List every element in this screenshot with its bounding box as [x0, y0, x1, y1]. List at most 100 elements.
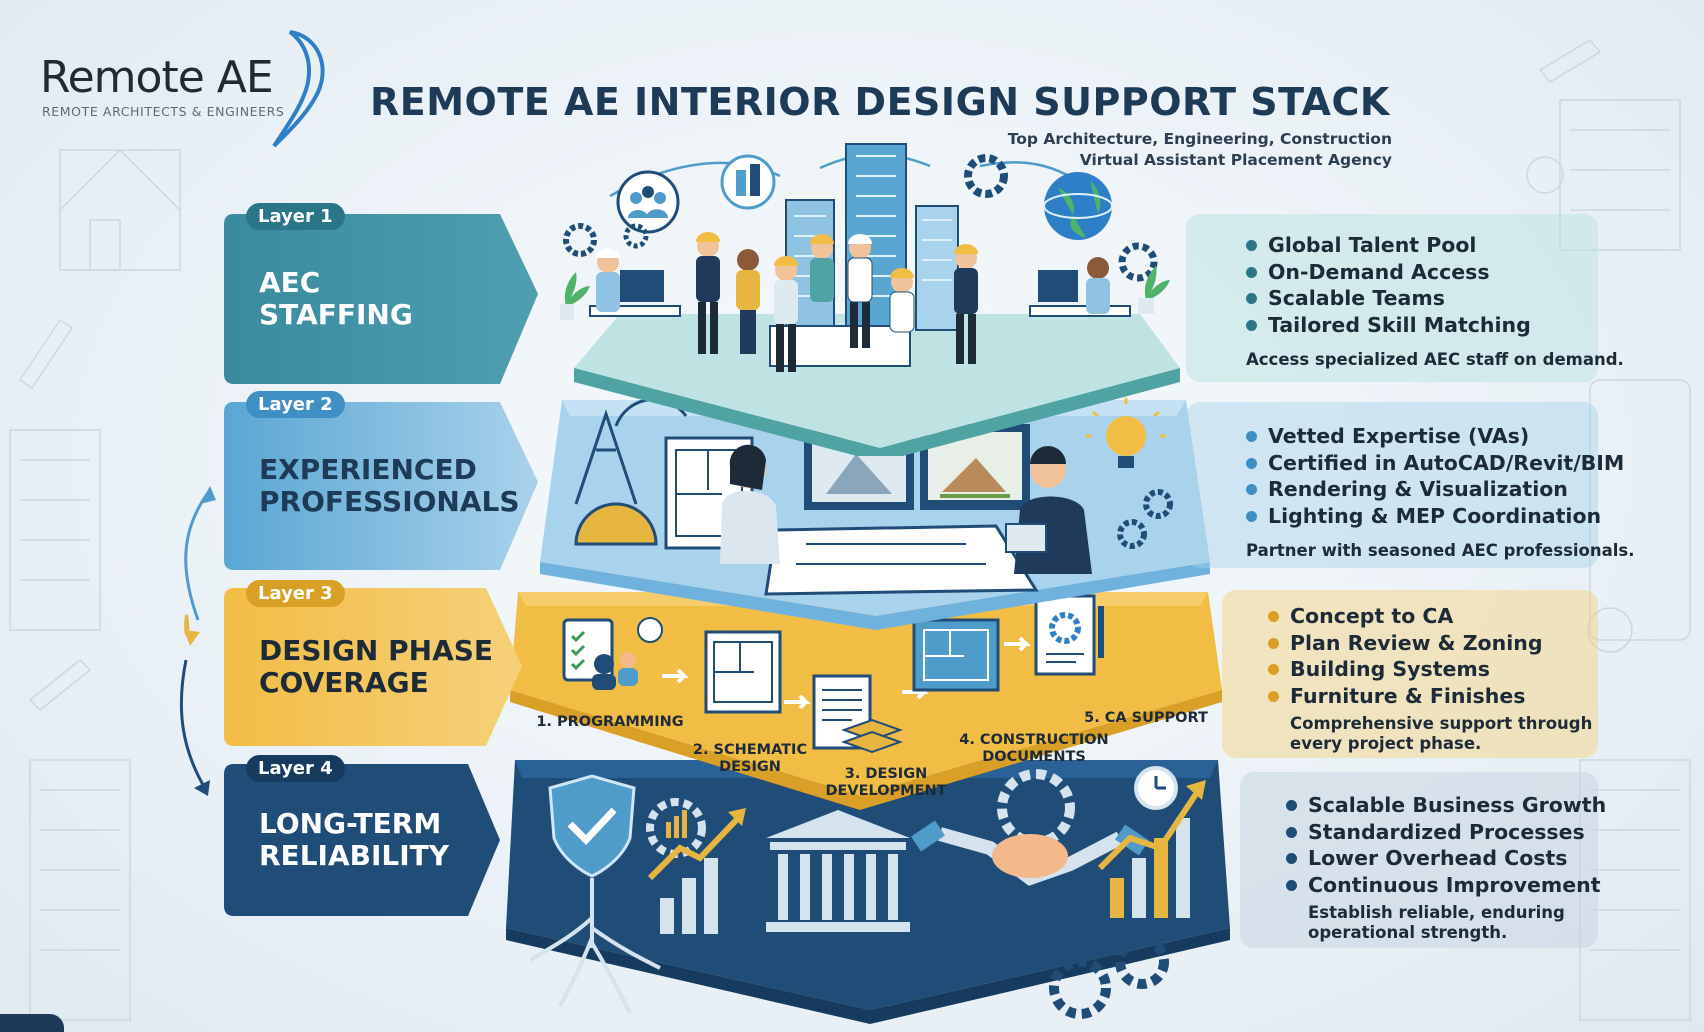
consultant-man-figure	[1005, 446, 1092, 574]
subtitle-line-1: Top Architecture, Engineering, Construct…	[1007, 130, 1392, 148]
layer-4-title-line-2: RELIABILITY	[259, 839, 450, 872]
arrow-down-icon	[184, 630, 200, 646]
layer-4-title: LONG-TERM RELIABILITY	[224, 764, 474, 916]
bullet-item: Tailored Skill Matching	[1244, 312, 1531, 339]
phase-5-label: 5. CA SUPPORT	[1084, 710, 1208, 726]
gears-icon	[1049, 935, 1169, 1019]
layer-1-title-line-2: STAFFING	[259, 298, 413, 331]
phase-3-label-line-2: DEVELOPMENT	[825, 783, 946, 799]
layer-3-label-shape	[224, 588, 522, 746]
bullet-item: Global Talent Pool	[1244, 232, 1531, 259]
bullet-item: Scalable Teams	[1244, 285, 1531, 312]
bullet-item: Furniture & Finishes	[1266, 683, 1543, 710]
bullet-item: Standardized Processes	[1284, 819, 1606, 846]
layer-4-panel	[1240, 772, 1598, 948]
bullet-dot-icon	[1246, 431, 1257, 442]
bullet-dot-icon	[1286, 853, 1297, 864]
bullet-dot-icon	[1246, 484, 1257, 495]
layer-3-title-line-2: COVERAGE	[259, 666, 429, 699]
document-gear-icon	[1034, 594, 1104, 676]
layer-2-label-shape	[224, 402, 538, 570]
phase-3-label-line-1: 3. DESIGN	[845, 766, 927, 782]
desk-left	[589, 305, 681, 317]
layer-3-title-line-1: DESIGN PHASE	[259, 634, 494, 667]
gear-icon	[623, 223, 649, 249]
bullet-item: Lighting & MEP Coordination	[1244, 503, 1624, 530]
arrow-down-icon	[194, 780, 210, 796]
clock-growth-icon	[1097, 766, 1206, 918]
phase-4-label-line-1: 4. CONSTRUCTION	[959, 732, 1108, 748]
layer-1-illustration	[560, 143, 1180, 456]
subtitle-line-2: Virtual Assistant Placement Agency	[1079, 151, 1392, 169]
gear-icon	[1143, 489, 1173, 519]
layer-2-description: Partner with seasoned AEC professionals.	[1246, 541, 1635, 560]
bullet-dot-icon	[1246, 319, 1257, 331]
layer-3-bullets: Concept to CA Plan Review & Zoning Build…	[1266, 603, 1543, 709]
bullet-item: On-Demand Access	[1244, 259, 1531, 286]
layer-3-description: Comprehensive support through every proj…	[1290, 714, 1593, 753]
bullet-item: Vetted Expertise (VAs)	[1244, 423, 1624, 450]
bullet-item: Continuous Improvement	[1284, 872, 1606, 899]
bullet-dot-icon	[1286, 826, 1297, 838]
team-network-icon	[616, 170, 680, 234]
document-stack-icon	[812, 674, 903, 754]
blueprint-lines	[796, 543, 986, 565]
institution-building-icon	[766, 810, 910, 932]
layer-4-title-line-1: LONG-TERM	[259, 807, 442, 840]
bullet-item: Certified in AutoCAD/Revit/BIM	[1244, 450, 1624, 477]
layer-2-bullets: Vetted Expertise (VAs) Certified in Auto…	[1244, 423, 1624, 529]
layer-4-label-shape	[224, 764, 500, 916]
growth-chart-icon	[647, 808, 746, 934]
bullet-item: Building Systems	[1266, 656, 1543, 683]
layer-2-title: EXPERIENCED PROFESSIONALS	[224, 402, 520, 570]
layer-3-illustration: 1. PROGRAMMING 2. SCHEMATIC DESIGN 3. DE…	[510, 592, 1222, 810]
bullet-item: Concept to CA	[1266, 603, 1543, 630]
layer-1-bullets: Global Talent Pool On-Demand Access Scal…	[1244, 232, 1531, 338]
layer-3-tag: Layer 3	[246, 580, 345, 607]
layer-1-tag: Layer 1	[246, 203, 345, 230]
layer-1-description: Access specialized AEC staff on demand.	[1246, 350, 1624, 369]
phase-4-label-line-2: DOCUMENTS	[982, 749, 1086, 765]
floorplan-sketch-icon	[704, 630, 782, 714]
bullet-item: Plan Review & Zoning	[1266, 630, 1543, 657]
building-circle-icon	[720, 154, 776, 210]
plant-icon	[560, 272, 590, 320]
lightbulb-icon	[1086, 398, 1166, 468]
layer-4-illustration	[506, 760, 1230, 1024]
globe-icon	[1043, 172, 1113, 240]
bullet-dot-icon	[1268, 690, 1279, 702]
bullet-dot-icon	[1268, 611, 1279, 622]
logo-pin-icon	[272, 30, 325, 148]
arrow-right-icon	[662, 668, 689, 684]
layer-2-tag: Layer 2	[246, 391, 345, 418]
desk-right	[1029, 305, 1131, 317]
arrow-right-icon	[784, 694, 811, 710]
bullet-dot-icon	[1246, 240, 1257, 251]
gear-icon	[1118, 242, 1158, 282]
layer-3-title: DESIGN PHASE COVERAGE	[224, 588, 494, 746]
bullet-dot-icon	[1246, 266, 1257, 278]
bullet-item: Scalable Business Growth	[1284, 792, 1606, 819]
construction-workers-group	[596, 232, 1110, 372]
layer-1-title: AEC STAFFING	[224, 214, 494, 384]
bullet-dot-icon	[1246, 293, 1257, 304]
gear-icon	[964, 154, 1008, 198]
layer-2-title-line-2: PROFESSIONALS	[259, 485, 520, 518]
bullet-dot-icon	[1268, 637, 1279, 649]
layer-4-description: Establish reliable, enduring operational…	[1308, 903, 1565, 942]
drafting-desk	[764, 524, 1039, 596]
bullet-dot-icon	[1286, 800, 1297, 811]
arrow-up-icon	[200, 486, 216, 504]
gear-icon	[563, 223, 597, 257]
arrow-right-icon	[1004, 636, 1031, 652]
bullet-dot-icon	[1246, 510, 1257, 522]
cycle-arrows	[179, 486, 216, 796]
shield-check-icon	[548, 774, 636, 878]
gear-icon	[1117, 519, 1147, 549]
layer-3-panel	[1222, 590, 1598, 758]
phase-1-label: 1. PROGRAMMING	[536, 714, 683, 730]
bullet-dot-icon	[1286, 879, 1297, 891]
bullet-dot-icon	[1268, 664, 1279, 675]
layer-1-title-line-1: AEC	[259, 266, 321, 299]
